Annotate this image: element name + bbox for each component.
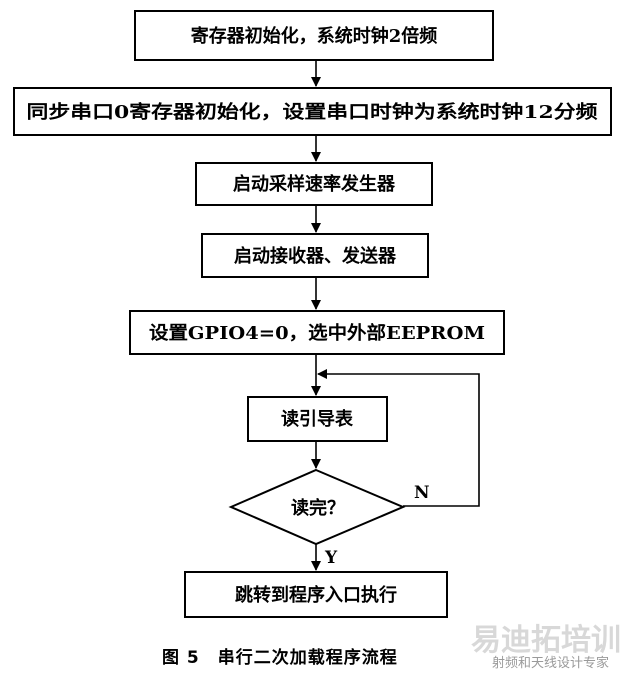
node-start-receiver-transmitter: 启动接收器、发送器 [201, 233, 429, 278]
node-jump-to-entry-label: 跳转到程序入口执行 [235, 584, 397, 606]
node-decision-read-complete-label: 读完？ [291, 497, 345, 519]
node-set-gpio-label: 设置GPIO4=0，选中外部EEPROM [149, 322, 485, 344]
node-serial-port-init: 同步串口0寄存器初始化，设置串口时钟为系统时钟12分频 [13, 87, 612, 136]
node-register-init: 寄存器初始化，系统时钟2倍频 [134, 10, 494, 61]
node-read-boot-table: 读引导表 [247, 396, 388, 442]
node-start-sample-rate-generator: 启动采样速率发生器 [195, 162, 433, 206]
watermark-logo-text: 易迪拓培训 [471, 623, 621, 658]
node-read-boot-table-label: 读引导表 [281, 408, 354, 430]
node-jump-to-entry: 跳转到程序入口执行 [184, 571, 448, 618]
figure-caption: 图 5 串行二次加载程序流程 [162, 647, 398, 668]
edge-label-yes: Y [324, 548, 338, 568]
node-decision-read-complete: 读完？ [228, 468, 406, 546]
node-set-gpio: 设置GPIO4=0，选中外部EEPROM [129, 310, 505, 355]
node-register-init-label: 寄存器初始化，系统时钟2倍频 [191, 25, 438, 47]
edge-label-no: N [414, 483, 430, 503]
node-start-receiver-transmitter-label: 启动接收器、发送器 [234, 245, 397, 267]
node-start-sample-rate-generator-label: 启动采样速率发生器 [233, 173, 396, 195]
watermark-subtitle: 射频和天线设计专家 [492, 655, 609, 671]
edge-decision-no-loop [317, 369, 480, 507]
node-serial-port-init-label: 同步串口0寄存器初始化，设置串口时钟为系统时钟12分频 [27, 101, 598, 123]
